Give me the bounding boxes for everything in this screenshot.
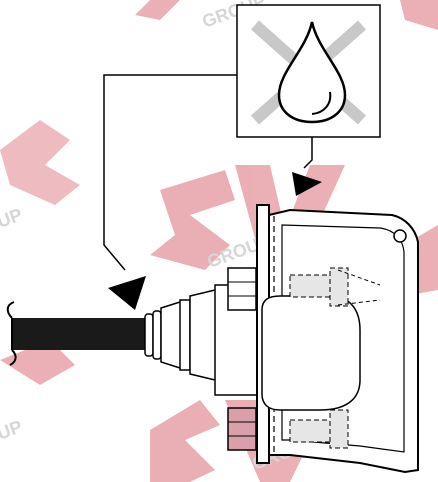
- bolt-bottom: [227, 407, 257, 451]
- internal-screw-top: [289, 267, 349, 307]
- internal-screw-bottom: [289, 409, 349, 449]
- cable: [6, 301, 145, 366]
- connector-housing: [261, 208, 419, 474]
- rubber-boot: [144, 289, 226, 381]
- connector-body: [214, 267, 261, 451]
- arrowhead-cable: [108, 276, 146, 310]
- leader-lines: [103, 74, 313, 271]
- water-drop-crossed-icon: [251, 20, 366, 125]
- arrowhead-housing: [292, 172, 322, 196]
- no-fluid-warning-box: [236, 4, 381, 138]
- bolt-top: [227, 267, 257, 311]
- hinge-icon: [393, 229, 407, 243]
